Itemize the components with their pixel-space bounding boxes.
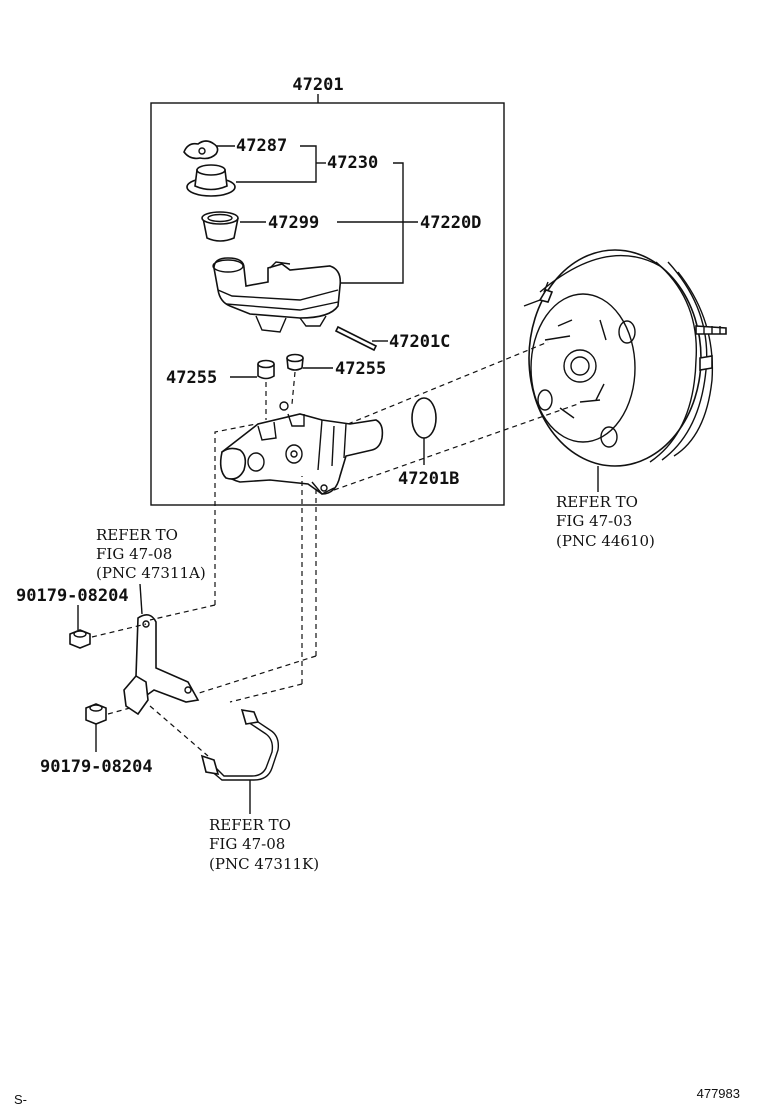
- bracket-ref-line3: (PNC 47311A): [96, 564, 206, 582]
- grommet-47255-right-part[interactable]: [286, 353, 304, 371]
- pin-47201C-part[interactable]: [334, 325, 378, 352]
- booster-ref-line2: FIG 47-03: [556, 512, 632, 530]
- bracket-ref-line2: FIG 47-08: [96, 545, 172, 563]
- footer-left-code: S-: [14, 1092, 27, 1107]
- leader-47230: [236, 145, 317, 183]
- reservoir-47220D-part[interactable]: [212, 257, 342, 333]
- bracket-part[interactable]: [123, 614, 200, 716]
- assembly-number-label[interactable]: 47201: [292, 75, 343, 95]
- brake-booster-part[interactable]: [523, 249, 727, 467]
- tube-ref-line3: (PNC 47311K): [209, 855, 319, 873]
- leader-47220D: [340, 162, 404, 284]
- cap-47230-part[interactable]: [186, 164, 236, 197]
- label-90179-lower[interactable]: 90179-08204: [40, 757, 153, 777]
- o-ring-47201B-part[interactable]: [411, 397, 437, 439]
- leader-bracket-ref: [139, 583, 143, 615]
- brake-tube-part[interactable]: [200, 709, 280, 781]
- label-47201C[interactable]: 47201C: [389, 332, 450, 352]
- label-47220D[interactable]: 47220D: [420, 213, 481, 233]
- label-47230[interactable]: 47230: [327, 153, 378, 173]
- label-47255-right[interactable]: 47255: [335, 359, 386, 379]
- label-47201B[interactable]: 47201B: [398, 469, 459, 489]
- label-47255-left[interactable]: 47255: [166, 368, 217, 388]
- label-90179-upper[interactable]: 90179-08204: [16, 586, 129, 606]
- master-cylinder-body-part[interactable]: [219, 401, 384, 495]
- strainer-47299-part[interactable]: [201, 211, 239, 242]
- tube-ref-line2: FIG 47-08: [209, 835, 285, 853]
- grommet-47255-left-part[interactable]: [257, 359, 275, 380]
- clip-47287-part[interactable]: [183, 140, 219, 160]
- label-47287[interactable]: 47287: [236, 136, 287, 156]
- label-47299[interactable]: 47299: [268, 213, 319, 233]
- bolt-90179-lower-part[interactable]: [85, 703, 107, 725]
- tube-ref-line1: REFER TO: [209, 816, 291, 834]
- booster-ref-line1: REFER TO: [556, 493, 638, 511]
- bolt-90179-upper-part[interactable]: [69, 629, 91, 649]
- booster-ref-line3: (PNC 44610): [556, 532, 655, 550]
- footer-figure-id: 477983: [697, 1086, 740, 1101]
- assembly-frame: [150, 102, 505, 506]
- bracket-ref-line1: REFER TO: [96, 526, 178, 544]
